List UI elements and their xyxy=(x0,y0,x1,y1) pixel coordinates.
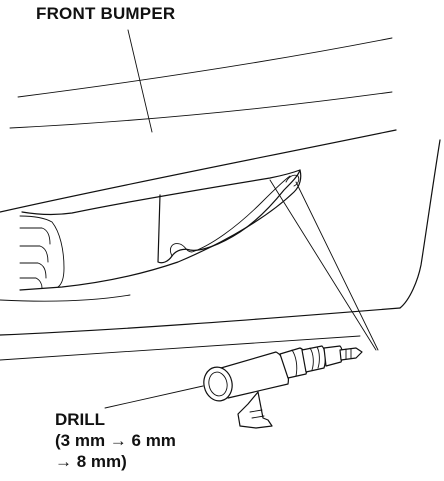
drill-leader-to-bit xyxy=(269,179,377,351)
bumper-lower-line-1 xyxy=(0,307,401,336)
grille-slat-3 xyxy=(19,262,47,279)
bumper-top-edge xyxy=(0,129,397,213)
drill-leader-from-bit xyxy=(295,181,379,351)
grille-opening xyxy=(19,169,302,291)
hood-upper-line xyxy=(17,37,393,98)
bumper-clip-inner xyxy=(169,175,291,257)
bumper-clip-cutout xyxy=(157,169,301,264)
drill-label: DRILL xyxy=(55,410,106,429)
hood-lower-line xyxy=(9,91,393,129)
drill-label-leader xyxy=(104,385,204,409)
bumper-lower-line-2 xyxy=(0,335,361,361)
grille-slat-4 xyxy=(19,277,43,289)
grille-slat-2 xyxy=(19,245,49,263)
bumper-leader-line xyxy=(127,29,153,133)
grille-inner-left xyxy=(19,215,65,288)
drill-size-label-line1: (3 mm → 6 mm xyxy=(55,431,176,450)
bumper-right-contour xyxy=(399,139,441,309)
front-bumper-label: FRONT BUMPER xyxy=(36,4,176,23)
bumper-lower-line-3 xyxy=(0,294,131,302)
drill-size-label-line2: → 8 mm) xyxy=(55,452,127,471)
grille-slat-1 xyxy=(19,227,51,245)
drill-icon xyxy=(203,345,363,429)
